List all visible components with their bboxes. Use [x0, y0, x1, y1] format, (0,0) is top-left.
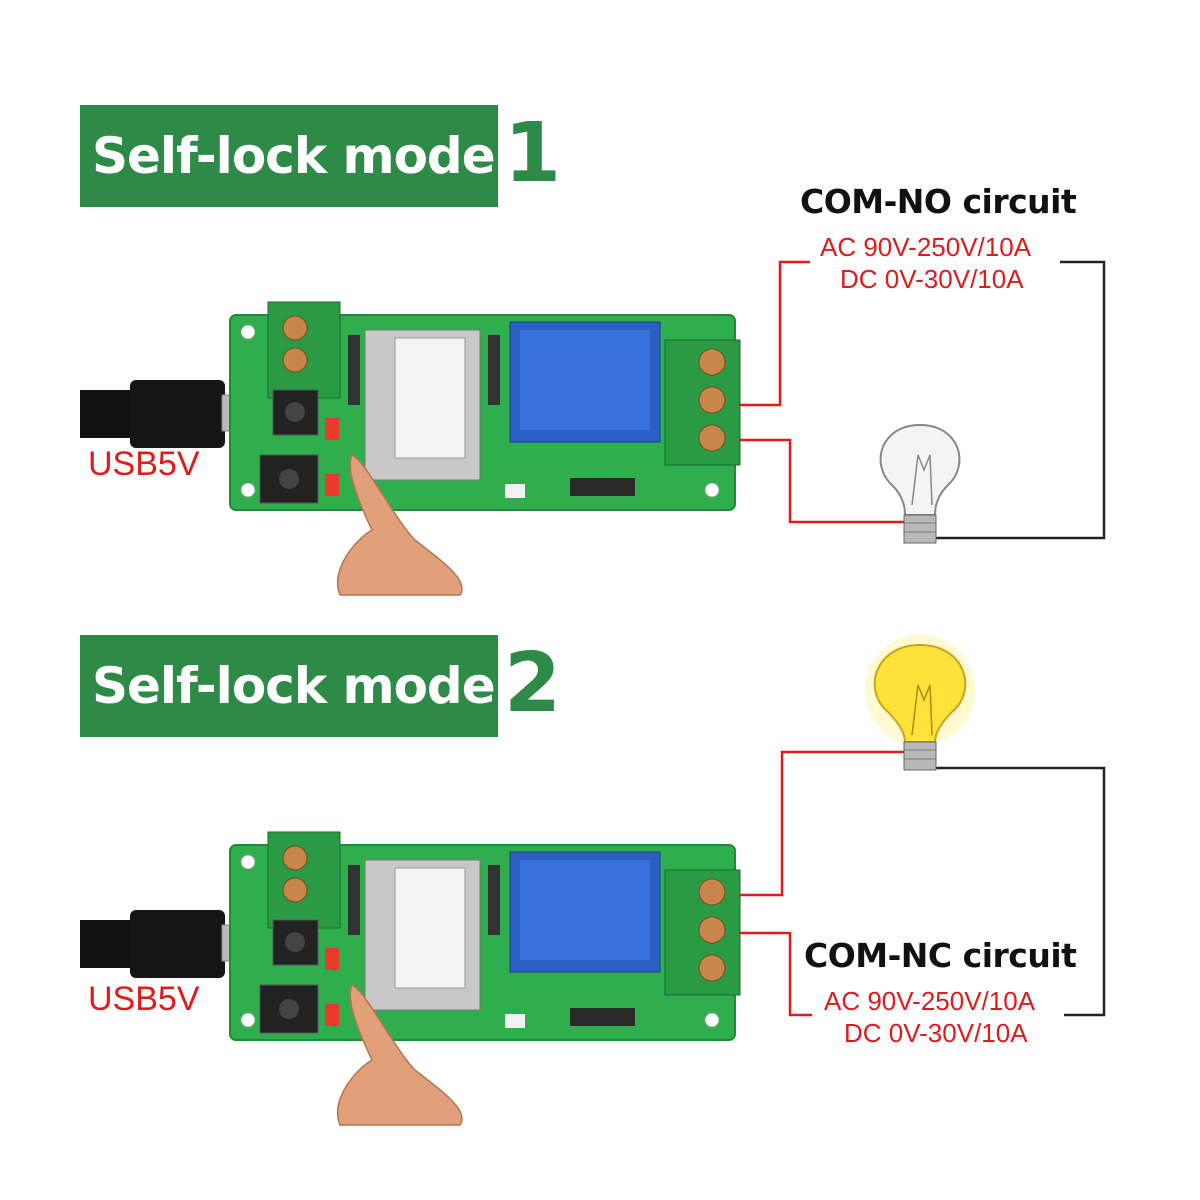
spec-dc: DC 0V-30V/10A	[840, 1018, 1032, 1048]
usb-cable-icon	[80, 910, 261, 978]
wiring-diagram	[80, 260, 1106, 596]
usb-power-label: USB5V	[88, 980, 200, 1018]
pointing-finger-icon	[337, 984, 463, 1126]
mode-number: 2	[504, 636, 562, 731]
light-bulb-icon	[879, 423, 961, 544]
section-mode-1: Self-lock mode 1	[0, 60, 1200, 620]
spec-ac: AC 90V-250V/10A	[816, 232, 1036, 262]
relay-board-icon	[229, 301, 741, 511]
circuit-title: COM-NO circuit	[800, 182, 1077, 221]
section-mode-2: Self-lock mode 2	[0, 590, 1200, 1150]
spec-ac: AC 90V-250V/10A	[820, 986, 1040, 1016]
pointing-finger-icon	[337, 454, 463, 596]
mode-number: 1	[504, 106, 562, 201]
usb-power-label: USB5V	[88, 445, 200, 483]
circuit-title: COM-NC circuit	[804, 936, 1077, 975]
relay-board-icon	[229, 831, 741, 1041]
mode-banner: Self-lock mode	[80, 635, 498, 737]
spec-dc: DC 0V-30V/10A	[836, 264, 1028, 294]
usb-cable-icon	[80, 380, 261, 448]
mode-banner: Self-lock mode	[80, 105, 498, 207]
wiring-diagram	[80, 635, 1106, 1126]
light-bulb-icon	[865, 635, 975, 771]
